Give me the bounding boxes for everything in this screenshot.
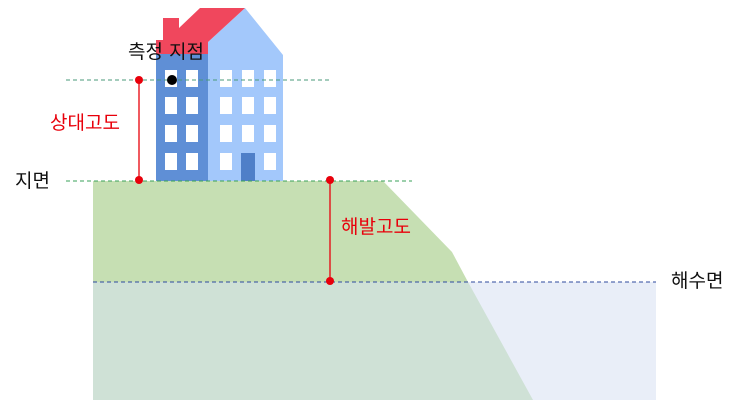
right-block-windows bbox=[220, 70, 276, 170]
altitude-top-dot bbox=[326, 176, 334, 184]
land-above-sea bbox=[93, 181, 468, 282]
building-door bbox=[241, 153, 255, 181]
relative-height-top-dot bbox=[135, 76, 143, 84]
ground-label: 지면 bbox=[15, 170, 50, 192]
left-block-windows bbox=[165, 70, 198, 170]
measurement-point-label: 측정 지점 bbox=[128, 41, 204, 63]
altitude-label: 해발고도 bbox=[341, 216, 411, 238]
altitude-bottom-dot bbox=[326, 277, 334, 285]
sea-level-label: 해수면 bbox=[671, 270, 724, 292]
measurement-point-dot bbox=[167, 75, 177, 85]
relative-height-bottom-dot bbox=[135, 176, 143, 184]
land-below-sea bbox=[93, 282, 533, 400]
relative-height-label: 상대고도 bbox=[50, 112, 120, 134]
building-roof bbox=[156, 8, 245, 54]
building-left-block bbox=[156, 54, 208, 181]
